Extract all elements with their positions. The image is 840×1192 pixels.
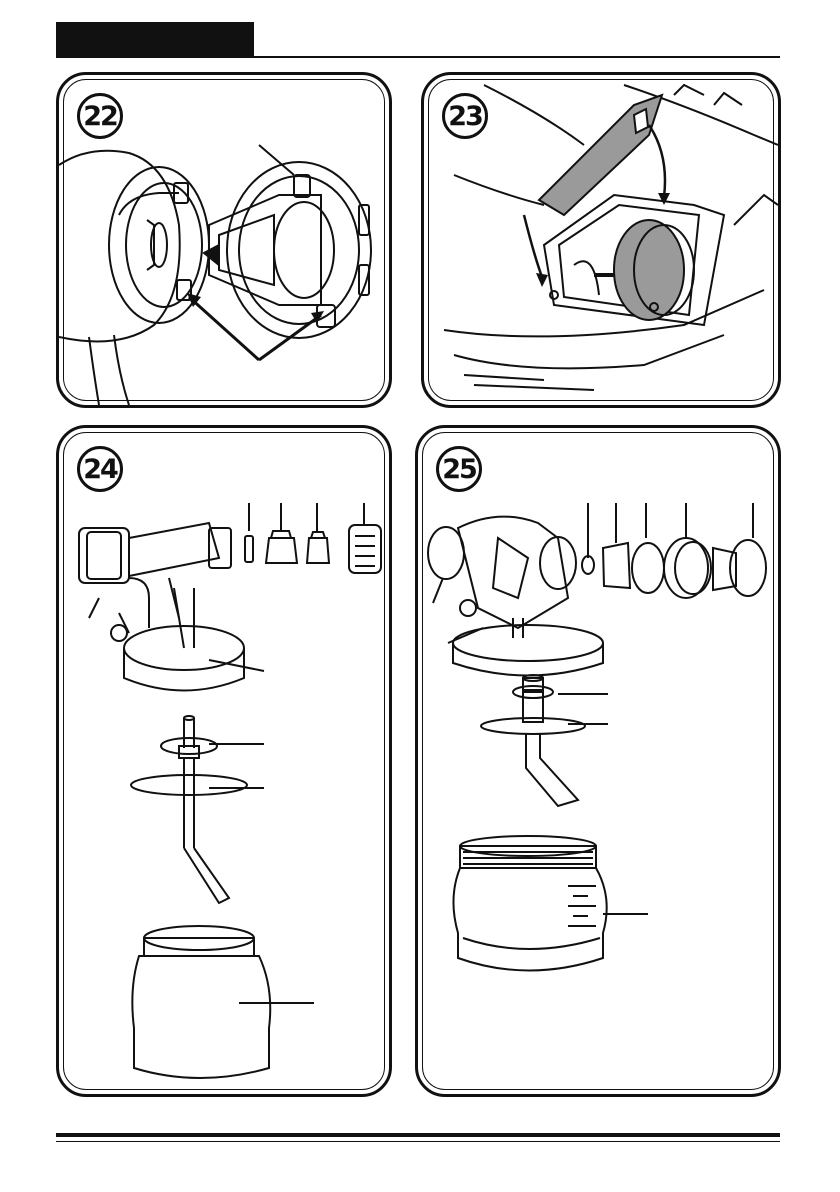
- figure-number-badge: 22: [77, 93, 123, 139]
- figure-number-badge: 25: [436, 446, 482, 492]
- figure-24-illustration: [59, 428, 389, 1094]
- header-rule: [56, 56, 780, 58]
- footer-rule: [56, 1133, 780, 1137]
- figure-number-badge: 24: [77, 446, 123, 492]
- figure-22-panel: 22: [56, 72, 392, 408]
- footer-rule-thin: [56, 1141, 780, 1142]
- figure-23-panel: 23: [421, 72, 781, 408]
- figure-25-panel: 25: [415, 425, 781, 1097]
- figure-number-badge: 23: [442, 93, 488, 139]
- figure-24-panel: 24: [56, 425, 392, 1097]
- figure-25-illustration: [418, 428, 778, 1094]
- header-tab: [56, 22, 254, 56]
